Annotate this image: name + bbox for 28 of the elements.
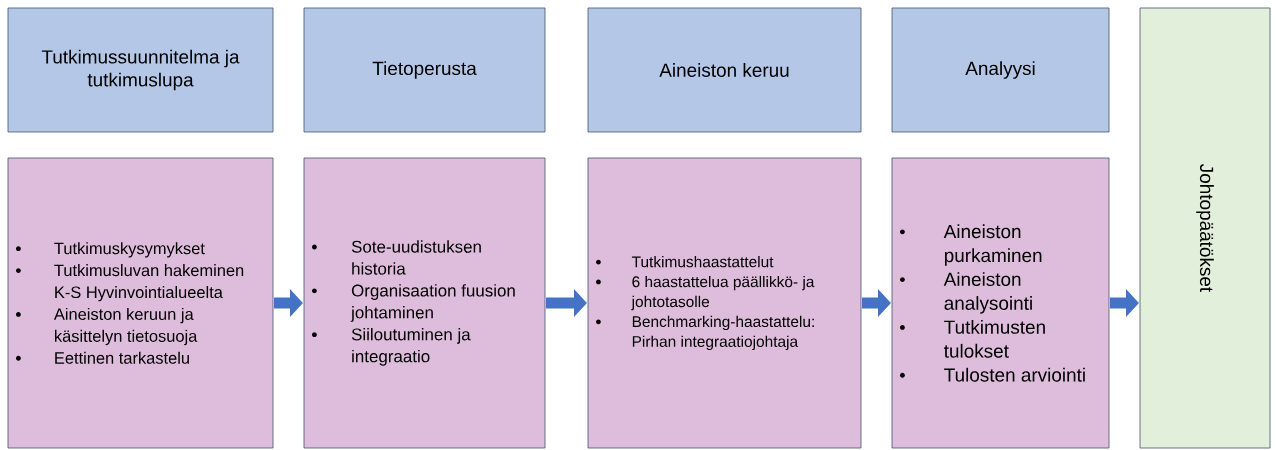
bullet-item: Siiloutuminen ja integraatio [351,328,471,366]
header-text: Tutkimussuunnitelma ja tutkimuslupa [41,49,240,91]
header-box [303,7,546,133]
header-box [587,7,862,133]
content-box [891,157,1110,449]
bullet-item: Tulosten arviointi [944,367,1085,382]
header-text: Tietoperusta [372,61,477,79]
bullet-item: Aineiston analysointi [943,272,1032,314]
vertical-text: Johtopäätökset [1196,164,1214,293]
content-box [587,157,862,449]
bullet-item: Sote-uudistuksen historia [351,240,481,275]
bullet-item: Aineiston keruun ja käsittelyn tietosuoja [53,307,198,346]
header-box [891,7,1110,133]
header-text: Aineiston keruu [659,63,789,77]
bullet-item: Tutkimushaastattelut [631,255,774,268]
bullet-item: Tutkimusluvan hakeminen K-S Hyvinvointialueelta [54,264,244,302]
bullet-item: Eettinen tarkastelu [55,351,189,364]
conclusion-box [1139,7,1271,449]
bullet-item: Tutkimusten tulokset [944,319,1045,358]
content-box [303,157,546,449]
bullet-item: 6 haastattelua päällikkö- ja johtotasolle [631,275,815,311]
header-text: Analyysi [965,61,1035,79]
bullet-item: Aineiston purkaminen [943,224,1042,266]
bullet-item: Tutkimuskysymykset [54,242,205,258]
header-box [7,7,274,133]
content-box [7,157,274,449]
bullet-item: Benchmarking-haastattelu: Pirhan integraatiojohtaja [632,315,814,351]
bullet-item: Organisaation fuusion johtaminen [350,284,515,322]
